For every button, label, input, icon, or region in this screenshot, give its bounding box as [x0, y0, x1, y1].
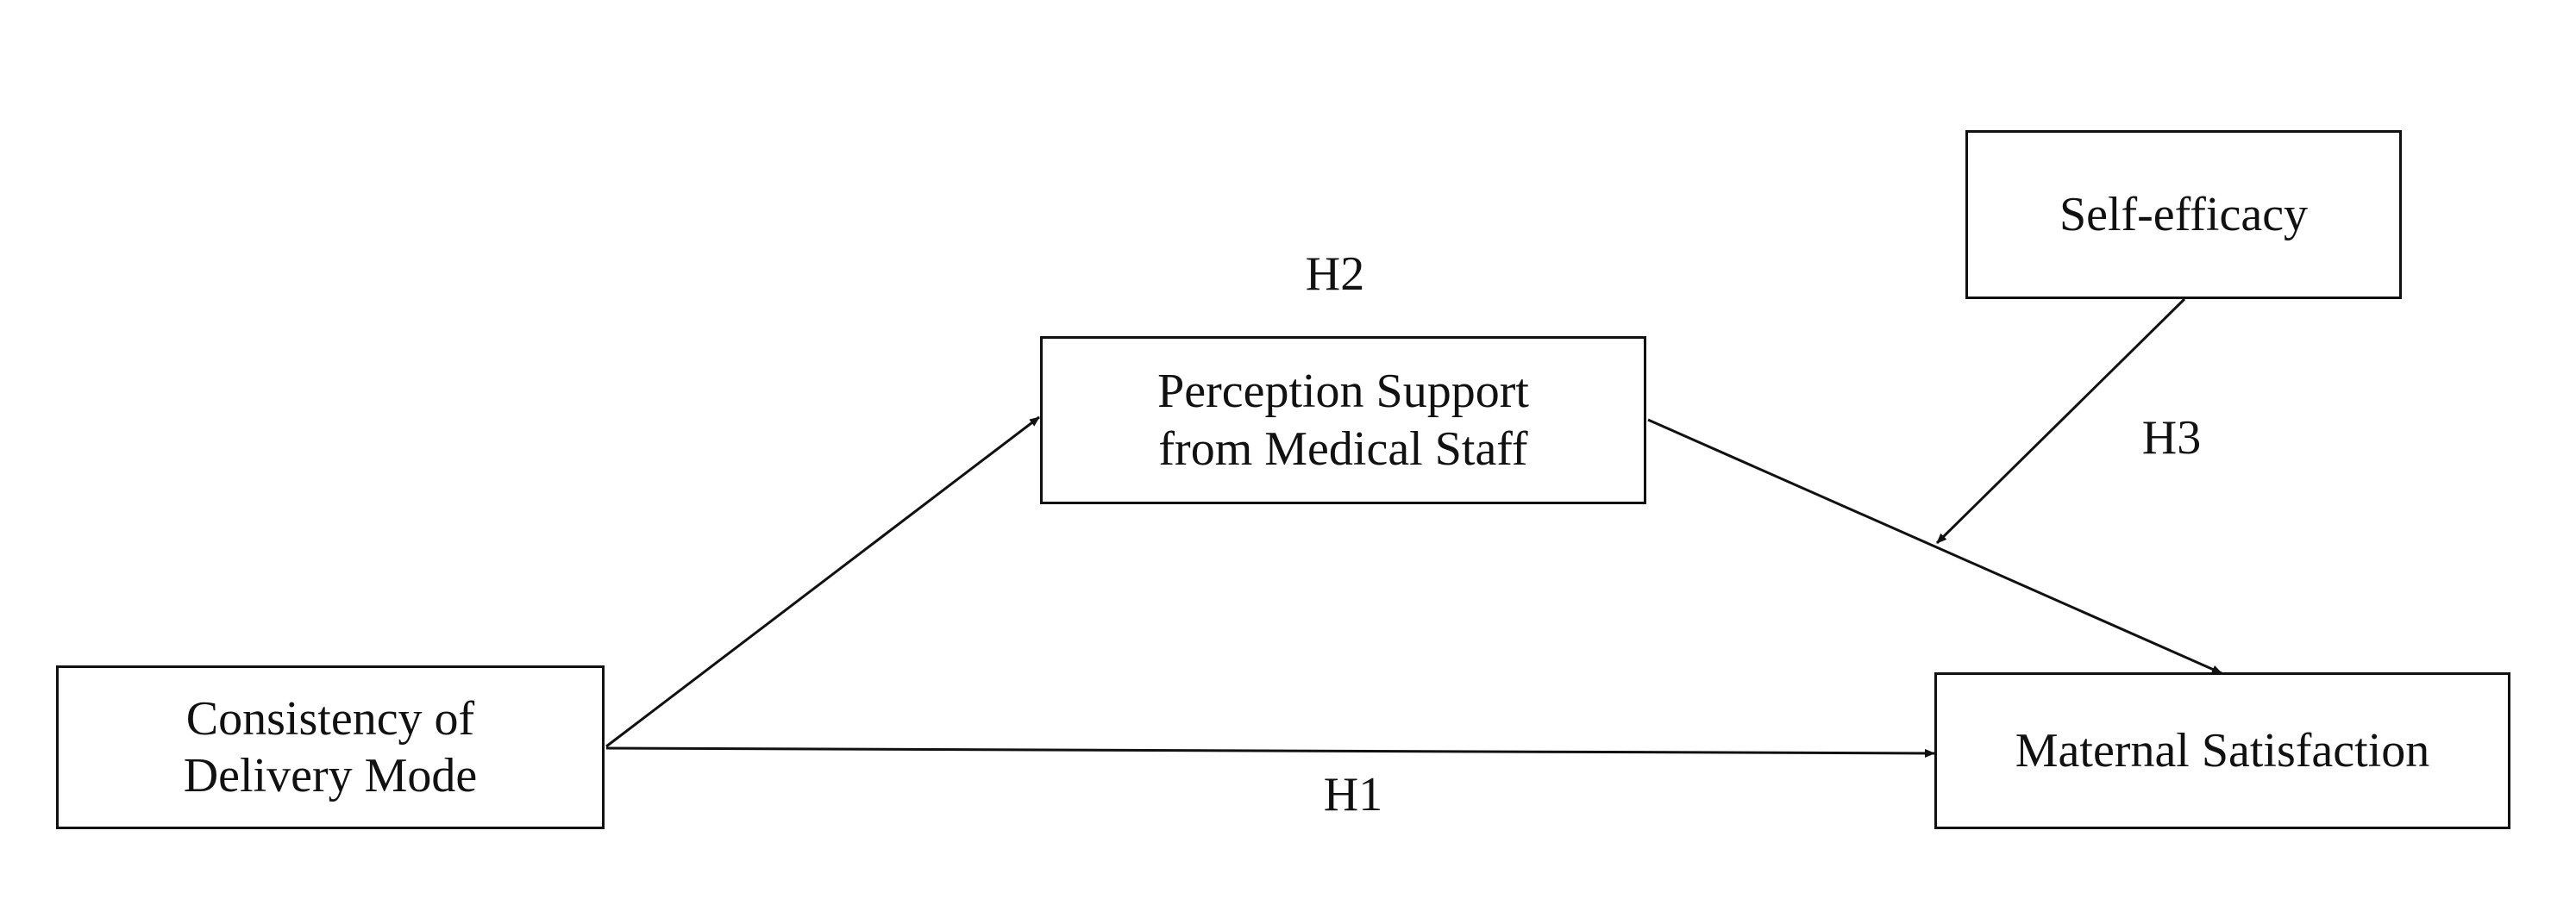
node-self-efficacy: Self-efficacy [1965, 130, 2402, 299]
arrow-delivery-to-satisfaction [605, 746, 1935, 758]
node-delivery-mode-line-1: Consistency of [185, 691, 475, 746]
hypothesis-label-h1: H1 [1323, 768, 1383, 821]
arrow-perception-to-satisfaction [1647, 418, 2222, 675]
node-perception-support-line-1: Perception Support [1157, 365, 1529, 419]
node-maternal-satisfaction-line-1: Maternal Satisfaction [2015, 723, 2430, 777]
node-perception-support: Perception Support from Medical Staff [1040, 336, 1646, 504]
hypothesis-label-h3: H3 [2141, 411, 2202, 465]
node-perception-support-line-2: from Medical Staff [1158, 421, 1528, 476]
arrow-self-efficacy-moderation [1935, 297, 2186, 545]
hypothesis-label-h2: H2 [1305, 247, 1365, 301]
arrow-delivery-to-perception [605, 415, 1040, 748]
node-delivery-mode-line-2: Delivery Mode [183, 749, 478, 802]
node-delivery-mode: Consistency of Delivery Mode [56, 665, 605, 829]
node-self-efficacy-line-1: Self-efficacy [2059, 187, 2309, 241]
node-maternal-satisfaction: Maternal Satisfaction [1934, 672, 2510, 829]
